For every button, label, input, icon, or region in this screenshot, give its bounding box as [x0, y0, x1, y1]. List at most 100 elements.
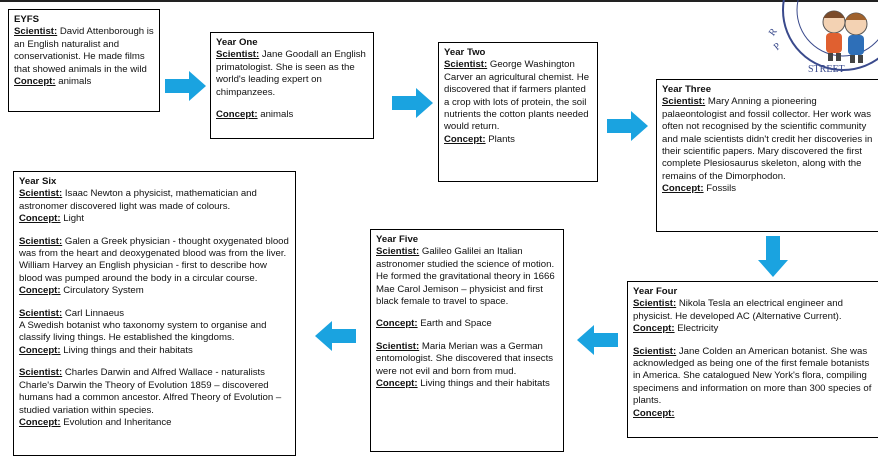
top-rule — [0, 0, 878, 2]
card-entry: Concept: Circulatory System — [19, 285, 290, 297]
entry-label: Scientist: — [216, 49, 260, 61]
card-entry: Scientist: Charles Darwin and Alfred Wal… — [19, 367, 290, 417]
entry-text: animals — [55, 76, 92, 88]
card-title: Year Three — [662, 84, 712, 95]
entry-label: Scientist: — [633, 298, 677, 310]
arrow-right-icon — [607, 111, 648, 141]
entry-label: Concept: — [19, 344, 61, 356]
card-entry: Concept: Plants — [444, 134, 592, 146]
card-entry: Concept: Fossils — [662, 183, 876, 195]
entry-text: Galen a Greek physician - thought oxygen… — [19, 235, 289, 284]
svg-text:P: P — [772, 41, 784, 53]
entry-label: Concept: — [376, 318, 418, 330]
entry-text: Isaac Newton a physicist, mathematician … — [19, 188, 257, 212]
entry-text: Mae Carol Jemison – physicist and first … — [376, 283, 543, 308]
spacer — [633, 336, 876, 346]
entry-label: Scientist: — [19, 235, 63, 247]
arrow-down-icon — [758, 236, 788, 277]
entry-text: Light — [60, 213, 85, 225]
entry-label: Concept: — [633, 407, 675, 419]
entry-label: Scientist: — [376, 246, 420, 258]
card-title: Year One — [216, 37, 258, 48]
spacer — [376, 331, 558, 341]
entry-text: Living things and their habitats — [60, 344, 193, 356]
spacer — [19, 298, 290, 308]
entry-label: Scientist: — [19, 307, 63, 319]
entry-label: Scientist: — [14, 26, 58, 38]
entry-text: Electricity — [674, 323, 719, 335]
svg-text:R: R — [768, 26, 780, 38]
card-entry: Concept: Earth and Space — [376, 318, 558, 330]
entry-text: David Attenborough is an English natural… — [14, 26, 154, 75]
entry-text: Maria Merian was a German entomologist. … — [376, 340, 554, 377]
card-entry: Scientist: Isaac Newton a physicist, mat… — [19, 188, 290, 213]
entry-label: Concept: — [216, 109, 258, 121]
card-entry: Concept: animals — [14, 76, 154, 88]
card-entry: Scientist: Maria Merian was a German ent… — [376, 341, 558, 378]
card-entry: Scientist: Jane Goodall an English prima… — [216, 49, 368, 99]
card-entry: Concept: — [633, 408, 876, 420]
entry-text: Mary Anning a pioneering palaeontologist… — [662, 96, 873, 182]
arrow-left-icon — [315, 321, 356, 351]
entry-label: Concept: — [633, 323, 675, 335]
entry-text: Earth and Space — [417, 318, 492, 330]
entry-label: Scientist: — [633, 345, 677, 357]
svg-text:STREET: STREET — [808, 64, 845, 75]
entry-label: Scientist: — [19, 367, 63, 379]
entry-label: Concept: — [376, 378, 418, 390]
card-title: Year Five — [376, 234, 419, 245]
card-entry: Mae Carol Jemison – physicist and first … — [376, 284, 558, 309]
card-entry: Scientist: Jane Colden an American botan… — [633, 346, 876, 408]
entry-label: Concept: — [19, 416, 61, 428]
card-title: Year Six — [19, 176, 57, 187]
card-entry: Scientist: George Washington Carver an a… — [444, 59, 592, 133]
card-entry: Concept: Electricity — [633, 323, 876, 335]
card-entry: A Swedish botanist who taxonomy system t… — [19, 320, 290, 345]
arrow-right-icon — [392, 88, 433, 118]
spacer — [19, 226, 290, 236]
entry-label: Scientist: — [662, 96, 706, 108]
entry-label: Concept: — [19, 213, 61, 225]
arrow-right-icon — [165, 71, 206, 101]
entry-text: Living things and their habitats — [417, 378, 550, 390]
card-entry: Scientist: David Attenborough is an Engl… — [14, 26, 154, 76]
entry-text: Nikola Tesla an electrical engineer and … — [633, 298, 843, 322]
school-logo: R P STREET — [767, 0, 878, 80]
entry-text: Carl Linnaeus — [62, 307, 125, 319]
card-entry: Scientist: Mary Anning a pioneering pala… — [662, 96, 876, 183]
entry-text: Charles Darwin and Alfred Wallace - natu… — [19, 367, 282, 416]
entry-text: Circulatory System — [60, 285, 144, 297]
entry-text: A Swedish botanist who taxonomy system t… — [19, 320, 267, 344]
card-entry: Concept: Evolution and Inheritance — [19, 417, 290, 429]
entry-text: Evolution and Inheritance — [60, 416, 172, 428]
card-entry: Scientist: Nikola Tesla an electrical en… — [633, 298, 876, 323]
card-title: Year Four — [633, 286, 678, 297]
entry-text: Jane Colden an American botanist. She wa… — [633, 345, 872, 407]
card-entry: Scientist: Carl Linnaeus — [19, 308, 290, 320]
spacer — [376, 308, 558, 318]
card-entry: Scientist: Galileo Galilei an Italian as… — [376, 246, 558, 283]
entry-text: animals — [257, 109, 294, 121]
entry-text: Jane Goodall an English primatologist. S… — [216, 49, 366, 98]
entry-text: George Washington Carver an agricultural… — [444, 59, 590, 133]
entry-label: Concept: — [444, 133, 486, 145]
entry-text: Plants — [485, 133, 515, 145]
entry-label: Scientist: — [376, 340, 420, 352]
arrow-left-icon — [577, 325, 618, 355]
entry-label: Concept: — [19, 285, 61, 297]
card-title: EYFS — [14, 14, 40, 25]
card-entry: Scientist: Galen a Greek physician - tho… — [19, 236, 290, 286]
entry-label: Concept: — [662, 183, 704, 195]
card-entry: Concept: Living things and their habitat… — [19, 345, 290, 357]
entry-text: Fossils — [703, 183, 737, 195]
entry-text: Galileo Galilei an Italian astronomer st… — [376, 246, 555, 283]
entry-label: Scientist: — [444, 59, 488, 71]
entry-label: Concept: — [14, 76, 56, 88]
